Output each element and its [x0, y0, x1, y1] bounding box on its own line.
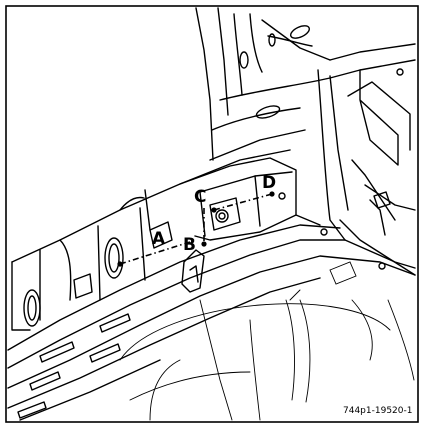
dimension-line-c-d: [213, 193, 273, 211]
point-a-marker: [117, 261, 123, 267]
label-d: D: [262, 173, 276, 193]
point-b-marker: [201, 241, 207, 247]
sill-rail: [7, 224, 416, 421]
upper-body-panels: [195, 7, 416, 276]
lower-bracket: [181, 249, 205, 293]
label-b: B: [183, 235, 196, 255]
label-a: A: [152, 229, 166, 249]
point-c-marker: [211, 207, 217, 213]
dimension-line-a-b: [119, 241, 191, 265]
point-d-marker: [269, 191, 275, 197]
measurement-lines: [117, 191, 275, 267]
front-box-member: [11, 149, 291, 331]
label-c: C: [194, 187, 206, 207]
reference-number: 744p1-19520-1: [343, 406, 412, 416]
rear-box-section: [179, 157, 321, 241]
floor-pan: [119, 261, 415, 421]
